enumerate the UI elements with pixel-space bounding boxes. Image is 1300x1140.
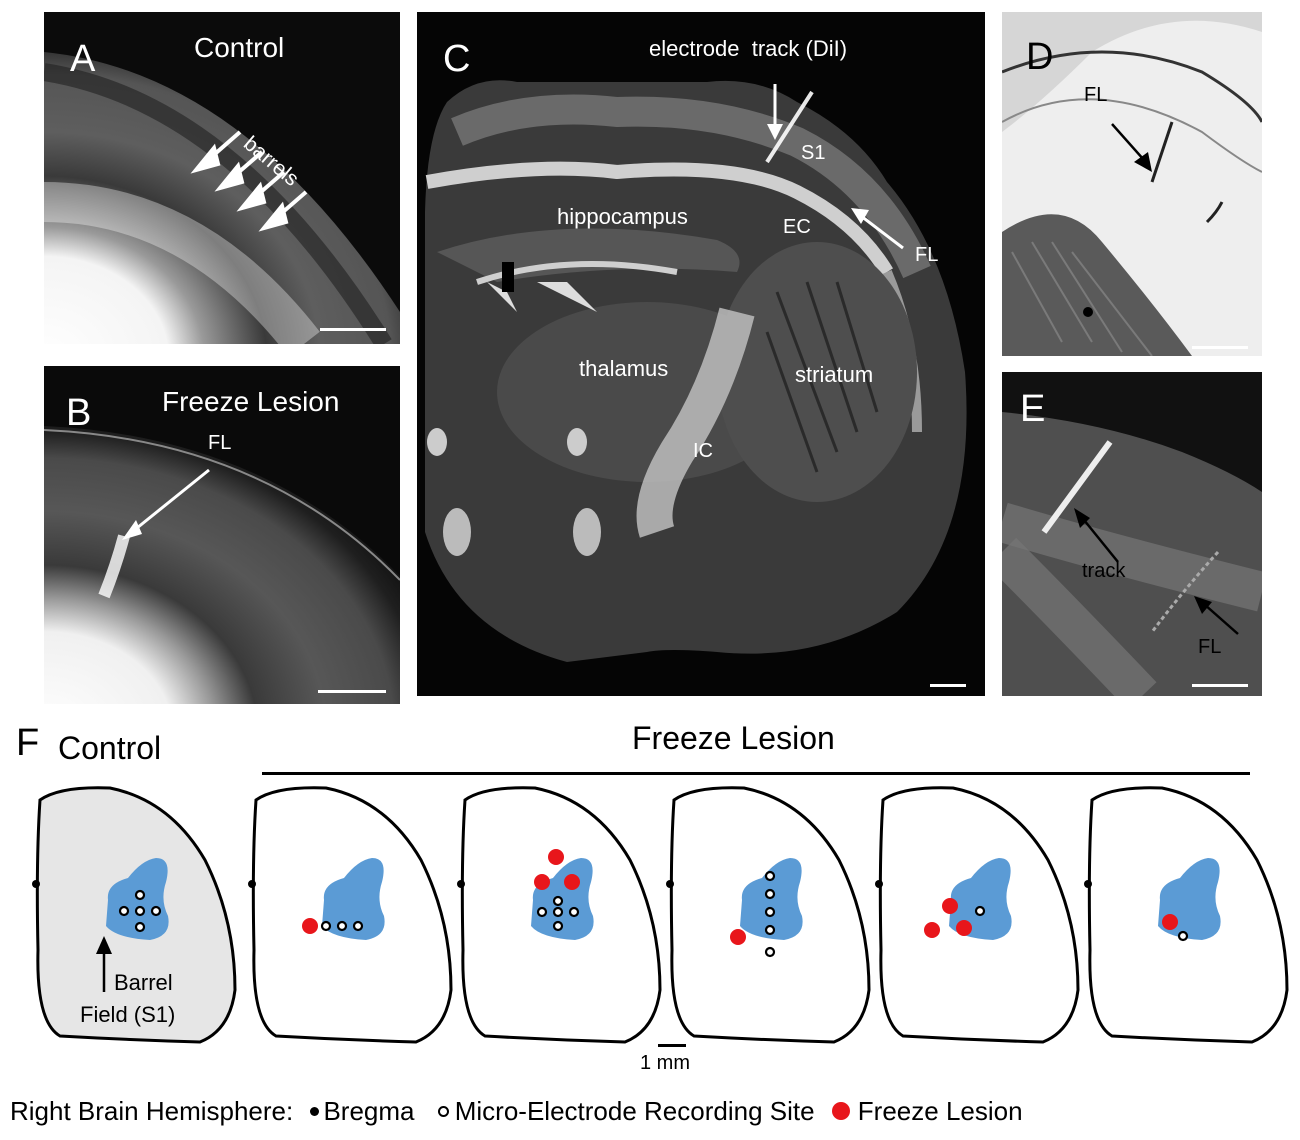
lesion-legend-icon: [831, 1102, 850, 1121]
recording-site: [150, 905, 162, 917]
barrel-field-label-2: Field (S1): [80, 1002, 176, 1027]
region-hippocampus: hippocampus: [557, 204, 688, 229]
panel-b-freeze-lesion: B Freeze Lesion FL: [44, 366, 400, 704]
panel-b-fl-label: FL: [208, 432, 232, 454]
scale-bar-label: 1 mm: [640, 1052, 690, 1074]
panel-f-letter: F: [16, 722, 40, 764]
panel-f-maps: F Control Freeze Lesion Barrel Field (S1…: [0, 700, 1300, 1140]
panel-d-letter: D: [1026, 36, 1054, 78]
panel-f-lesion-title: Freeze Lesion: [632, 720, 835, 756]
panel-d-brightfield: D FL: [1002, 12, 1262, 356]
freeze-lesion-marker: [302, 918, 318, 934]
hemisphere-maps: [32, 786, 1289, 1044]
recording-site: [568, 906, 580, 918]
panel-a-control: A Control barrels: [44, 12, 400, 344]
panel-f-control-title: Control: [58, 730, 162, 766]
recording-site: [552, 920, 564, 932]
legend-electrode: Micro-Electrode Recording Site: [454, 1096, 815, 1126]
bregma-marker: [457, 880, 465, 888]
bregma-marker: [32, 880, 40, 888]
bregma-marker: [248, 880, 256, 888]
panel-e-track-label: track: [1082, 560, 1126, 582]
panel-d-fl-label: FL: [1084, 84, 1108, 106]
electrode-legend-icon: [437, 1105, 449, 1117]
bregma-marker: [666, 880, 674, 888]
barrel-arrows: [190, 130, 308, 232]
freeze-lesion-marker: [730, 929, 746, 945]
freeze-lesion-marker: [548, 849, 564, 865]
freeze-lesion-marker: [956, 920, 972, 936]
panel-a-title: Control: [194, 32, 285, 63]
panel-c-letter: C: [443, 38, 471, 80]
scale-bar: [658, 1044, 686, 1047]
recording-site: [764, 870, 776, 882]
recording-site: [134, 905, 146, 917]
bregma-marker: [875, 880, 883, 888]
recording-site: [134, 921, 146, 933]
recording-site: [1177, 930, 1189, 942]
barrel-field-label-1: Barrel: [114, 970, 173, 995]
panel-a-letter: A: [70, 38, 96, 80]
bregma-legend-icon: [310, 1106, 320, 1116]
legend-lesion: Freeze Lesion: [857, 1096, 1023, 1126]
region-thalamus: thalamus: [579, 356, 669, 381]
barrel-field-region: [740, 858, 803, 940]
freeze-lesion-marker: [564, 874, 580, 890]
barrel-field-region: [322, 858, 385, 940]
recording-site: [118, 905, 130, 917]
panel-b-letter: B: [66, 392, 92, 434]
panel-c-coronal-section: C electrode track (DiI) S1 hippocampus E…: [417, 12, 985, 696]
bregma-marker: [1084, 880, 1092, 888]
recording-site: [134, 889, 146, 901]
recording-site: [536, 906, 548, 918]
legend-prefix: Right Brain Hemisphere:: [10, 1096, 294, 1126]
electrode-track-label: electrode track (DiI): [649, 36, 848, 61]
recording-site: [352, 920, 364, 932]
region-ic: IC: [693, 440, 713, 462]
barrel-arrow-head: [96, 936, 112, 954]
barrel-field-region: [949, 858, 1012, 940]
region-s1: S1: [801, 142, 826, 164]
region-striatum: striatum: [795, 362, 874, 387]
recording-site: [974, 905, 986, 917]
recording-site: [552, 895, 564, 907]
panel-e-track-fluorescence: E track FL: [1002, 372, 1262, 696]
legend-bregma: Bregma: [323, 1096, 415, 1126]
recording-site: [764, 946, 776, 958]
recording-site: [320, 920, 332, 932]
recording-site: [764, 906, 776, 918]
panel-e-letter: E: [1020, 388, 1046, 430]
panel-b-title: Freeze Lesion: [162, 386, 340, 417]
freeze-lesion-marker: [942, 898, 958, 914]
freeze-lesion-marker: [534, 874, 550, 890]
recording-site: [336, 920, 348, 932]
recording-site: [764, 924, 776, 936]
panel-e-fl-label: FL: [1198, 636, 1222, 658]
freeze-lesion-marker: [924, 922, 940, 938]
recording-site: [552, 906, 564, 918]
recording-site: [764, 888, 776, 900]
freeze-lesion-marker: [1162, 914, 1178, 930]
region-fl: FL: [915, 244, 939, 266]
region-ec: EC: [783, 216, 811, 238]
legend: Right Brain Hemisphere: Bregma Micro-Ele…: [10, 1096, 1023, 1127]
lesion-group-bar: [262, 772, 1250, 775]
